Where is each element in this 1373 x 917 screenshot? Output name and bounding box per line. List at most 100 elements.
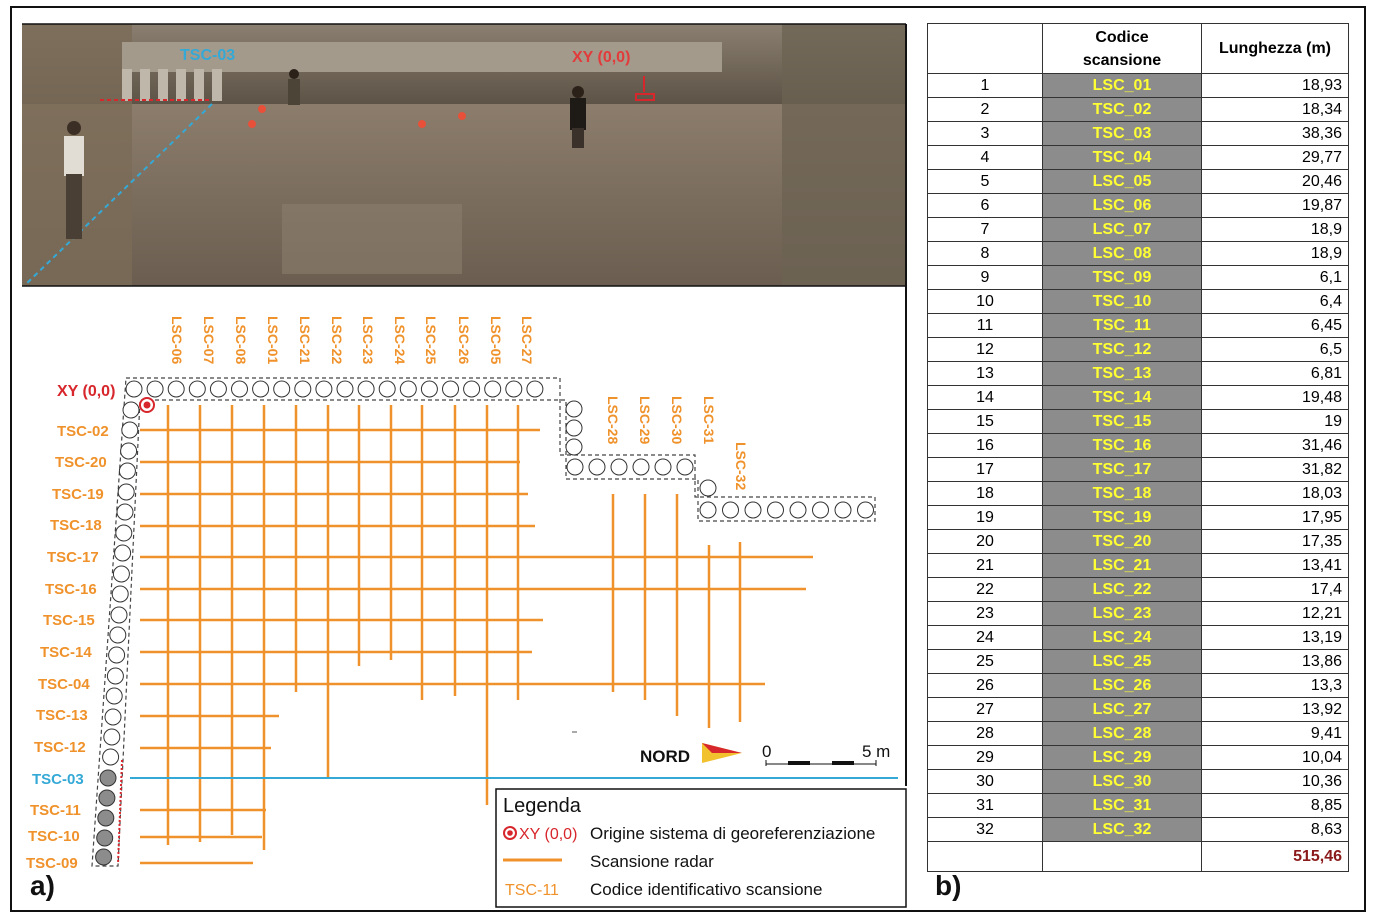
table-header-length: Lunghezza (m) xyxy=(1201,23,1349,74)
table-cell-index: 25 xyxy=(927,649,1043,674)
left-scan-label: TSC-11 xyxy=(30,802,81,819)
walkway-circle xyxy=(699,479,717,497)
walkway-circle-filled xyxy=(98,789,116,807)
table-cell-code: LSC_30 xyxy=(1042,769,1202,794)
table-cell-length: 18,9 xyxy=(1201,241,1349,266)
walkway-circle xyxy=(111,585,129,603)
table-cell-code: TSC_10 xyxy=(1042,289,1202,314)
table-header-row: Codice scansione Lunghezza (m) xyxy=(927,23,1349,74)
table-cell-index: 18 xyxy=(927,481,1043,506)
table-cell-length: 12,21 xyxy=(1201,601,1349,626)
scale-bar xyxy=(765,760,877,766)
walkway-circle xyxy=(357,380,375,398)
photo-reference-line xyxy=(117,759,123,865)
table-cell-length: 19,48 xyxy=(1201,385,1349,410)
table-cell-index: 6 xyxy=(927,193,1043,218)
table-cell-code: LSC_31 xyxy=(1042,793,1202,818)
table-cell-index: 28 xyxy=(927,721,1043,746)
left-scan-label: TSC-13 xyxy=(36,707,88,724)
top-scan-label: LSC-26 xyxy=(456,316,472,364)
legend-origin-desc: Origine sistema di georeferenziazione xyxy=(590,824,875,843)
table-cell-index: 21 xyxy=(927,553,1043,578)
table-cell-index: 26 xyxy=(927,673,1043,698)
table-cell-length: 17,95 xyxy=(1201,505,1349,530)
north-arrow-icon xyxy=(702,743,742,763)
walkway-circle xyxy=(442,380,459,398)
walkway-circle xyxy=(484,380,502,398)
walkway-circle xyxy=(110,606,128,624)
origin-label: XY (0,0) xyxy=(57,383,115,400)
walkway-circle xyxy=(744,501,762,519)
table-cell-code: LSC_24 xyxy=(1042,625,1202,650)
walkway-circle-filled xyxy=(99,769,117,787)
walkway-circle xyxy=(294,380,312,398)
top-scan-label: LSC-27 xyxy=(519,316,535,364)
table-cell-length: 6,4 xyxy=(1201,289,1349,314)
legend-origin-symbol-label: XY (0,0) xyxy=(519,826,577,843)
table-cell-length: 13,41 xyxy=(1201,553,1349,578)
walkway-circle xyxy=(722,501,739,519)
table-cell-index: 15 xyxy=(927,409,1043,434)
panel-a-letter: a) xyxy=(30,870,55,901)
photo-origin-label: XY (0,0) xyxy=(572,49,630,66)
walkway-circle xyxy=(588,458,606,476)
left-scan-label: TSC-09 xyxy=(26,855,78,872)
table-cell-code: TSC_14 xyxy=(1042,385,1202,410)
scale-max-label: 5 m xyxy=(862,742,890,761)
table-total-row: 515,46 xyxy=(927,841,1349,872)
table-cell-length: 13,3 xyxy=(1201,673,1349,698)
walkway-circle-filled xyxy=(96,829,114,847)
legend-scan-desc: Scansione radar xyxy=(590,852,714,871)
panel-b-letter: b) xyxy=(935,870,962,901)
walkway-circle xyxy=(102,748,120,766)
right-scan-label: LSC-29 xyxy=(637,396,653,444)
table-cell-index: 13 xyxy=(927,361,1043,386)
top-scan-label: LSC-23 xyxy=(360,316,376,364)
table-cell-length: 18,93 xyxy=(1201,73,1349,98)
table-cell-length: 13,19 xyxy=(1201,625,1349,650)
table-cell-index: 16 xyxy=(927,433,1043,458)
walkway-circle xyxy=(565,400,583,418)
table-cell-length: 31,46 xyxy=(1201,433,1349,458)
table-cell-code: TSC_02 xyxy=(1042,97,1202,122)
legend: Legenda XY (0,0) Origine sistema di geor… xyxy=(495,788,907,908)
table-cell-code: TSC_09 xyxy=(1042,265,1202,290)
walkway-circle xyxy=(167,380,185,398)
table-cell-length: 20,46 xyxy=(1201,169,1349,194)
table-cell-code: LSC_26 xyxy=(1042,673,1202,698)
table-cell-length: 19 xyxy=(1201,409,1349,434)
table-cell-length: 17,35 xyxy=(1201,529,1349,554)
table-cell-code: TSC_11 xyxy=(1042,313,1202,338)
table-cell-code: TSC_03 xyxy=(1042,121,1202,146)
walkway-circle xyxy=(125,380,143,398)
table-cell-code: TSC_19 xyxy=(1042,505,1202,530)
table-total-empty-2 xyxy=(1042,841,1202,872)
table-cell-code: LSC_05 xyxy=(1042,169,1202,194)
table-cell-index: 30 xyxy=(927,769,1043,794)
walkway-circle xyxy=(146,380,164,398)
north-label: NORD xyxy=(640,747,690,766)
left-scan-label: TSC-14 xyxy=(40,644,92,661)
walkway-circle xyxy=(105,687,123,705)
top-scan-label: LSC-06 xyxy=(169,316,185,364)
top-scan-label: LSC-24 xyxy=(392,316,408,364)
walkway-circle xyxy=(115,524,133,542)
table-cell-length: 38,36 xyxy=(1201,121,1349,146)
table-cell-length: 6,45 xyxy=(1201,313,1349,338)
walkway-circle xyxy=(336,380,354,398)
right-scan-label: LSC-28 xyxy=(605,396,621,444)
top-scan-label: LSC-22 xyxy=(329,316,345,364)
walkway-circle xyxy=(188,380,206,398)
